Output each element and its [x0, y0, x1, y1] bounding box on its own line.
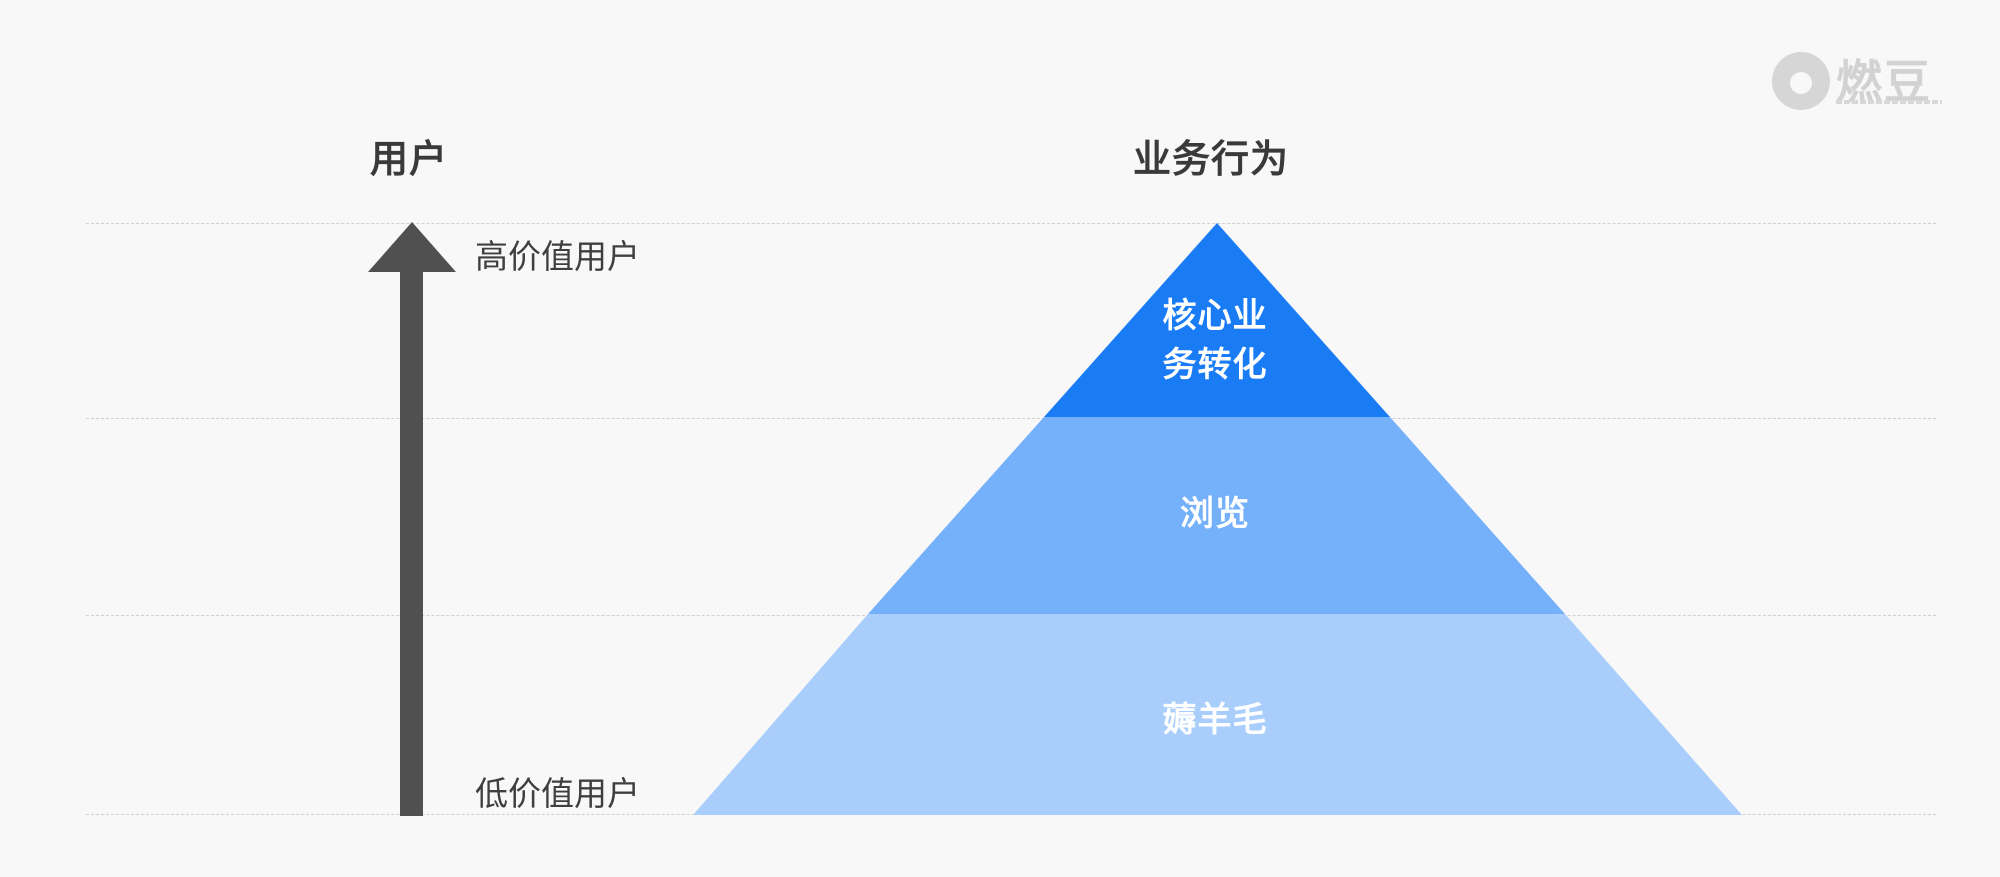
low-value-user-label: 低价值用户	[475, 774, 640, 813]
tier-label-freebie: 薅羊毛	[1162, 700, 1268, 740]
behavior-heading: 业务行为	[1133, 137, 1290, 181]
arrow-shaft	[400, 268, 423, 816]
tier-label-browse: 浏览	[1180, 494, 1250, 534]
guide-line-upper	[86, 418, 1936, 419]
guide-line-top	[86, 223, 1936, 224]
arrow-up-icon	[368, 222, 456, 272]
brand-logo: 燃豆	[1772, 40, 1942, 120]
tier-label-core-line1: 核心业	[1162, 296, 1268, 336]
pyramid-tier-bottom	[693, 614, 1742, 815]
high-value-user-label: 高价值用户	[475, 237, 640, 276]
pyramid-tier-middle	[868, 417, 1565, 614]
logo-tagline-mark	[1836, 100, 1942, 104]
logo-mark-icon	[1772, 52, 1830, 110]
tier-label-core: 核心业 务转化	[1085, 292, 1345, 390]
user-heading: 用户	[370, 137, 449, 181]
tier-label-core-line2: 务转化	[1162, 345, 1268, 385]
pyramid-tier-top	[1044, 223, 1390, 417]
